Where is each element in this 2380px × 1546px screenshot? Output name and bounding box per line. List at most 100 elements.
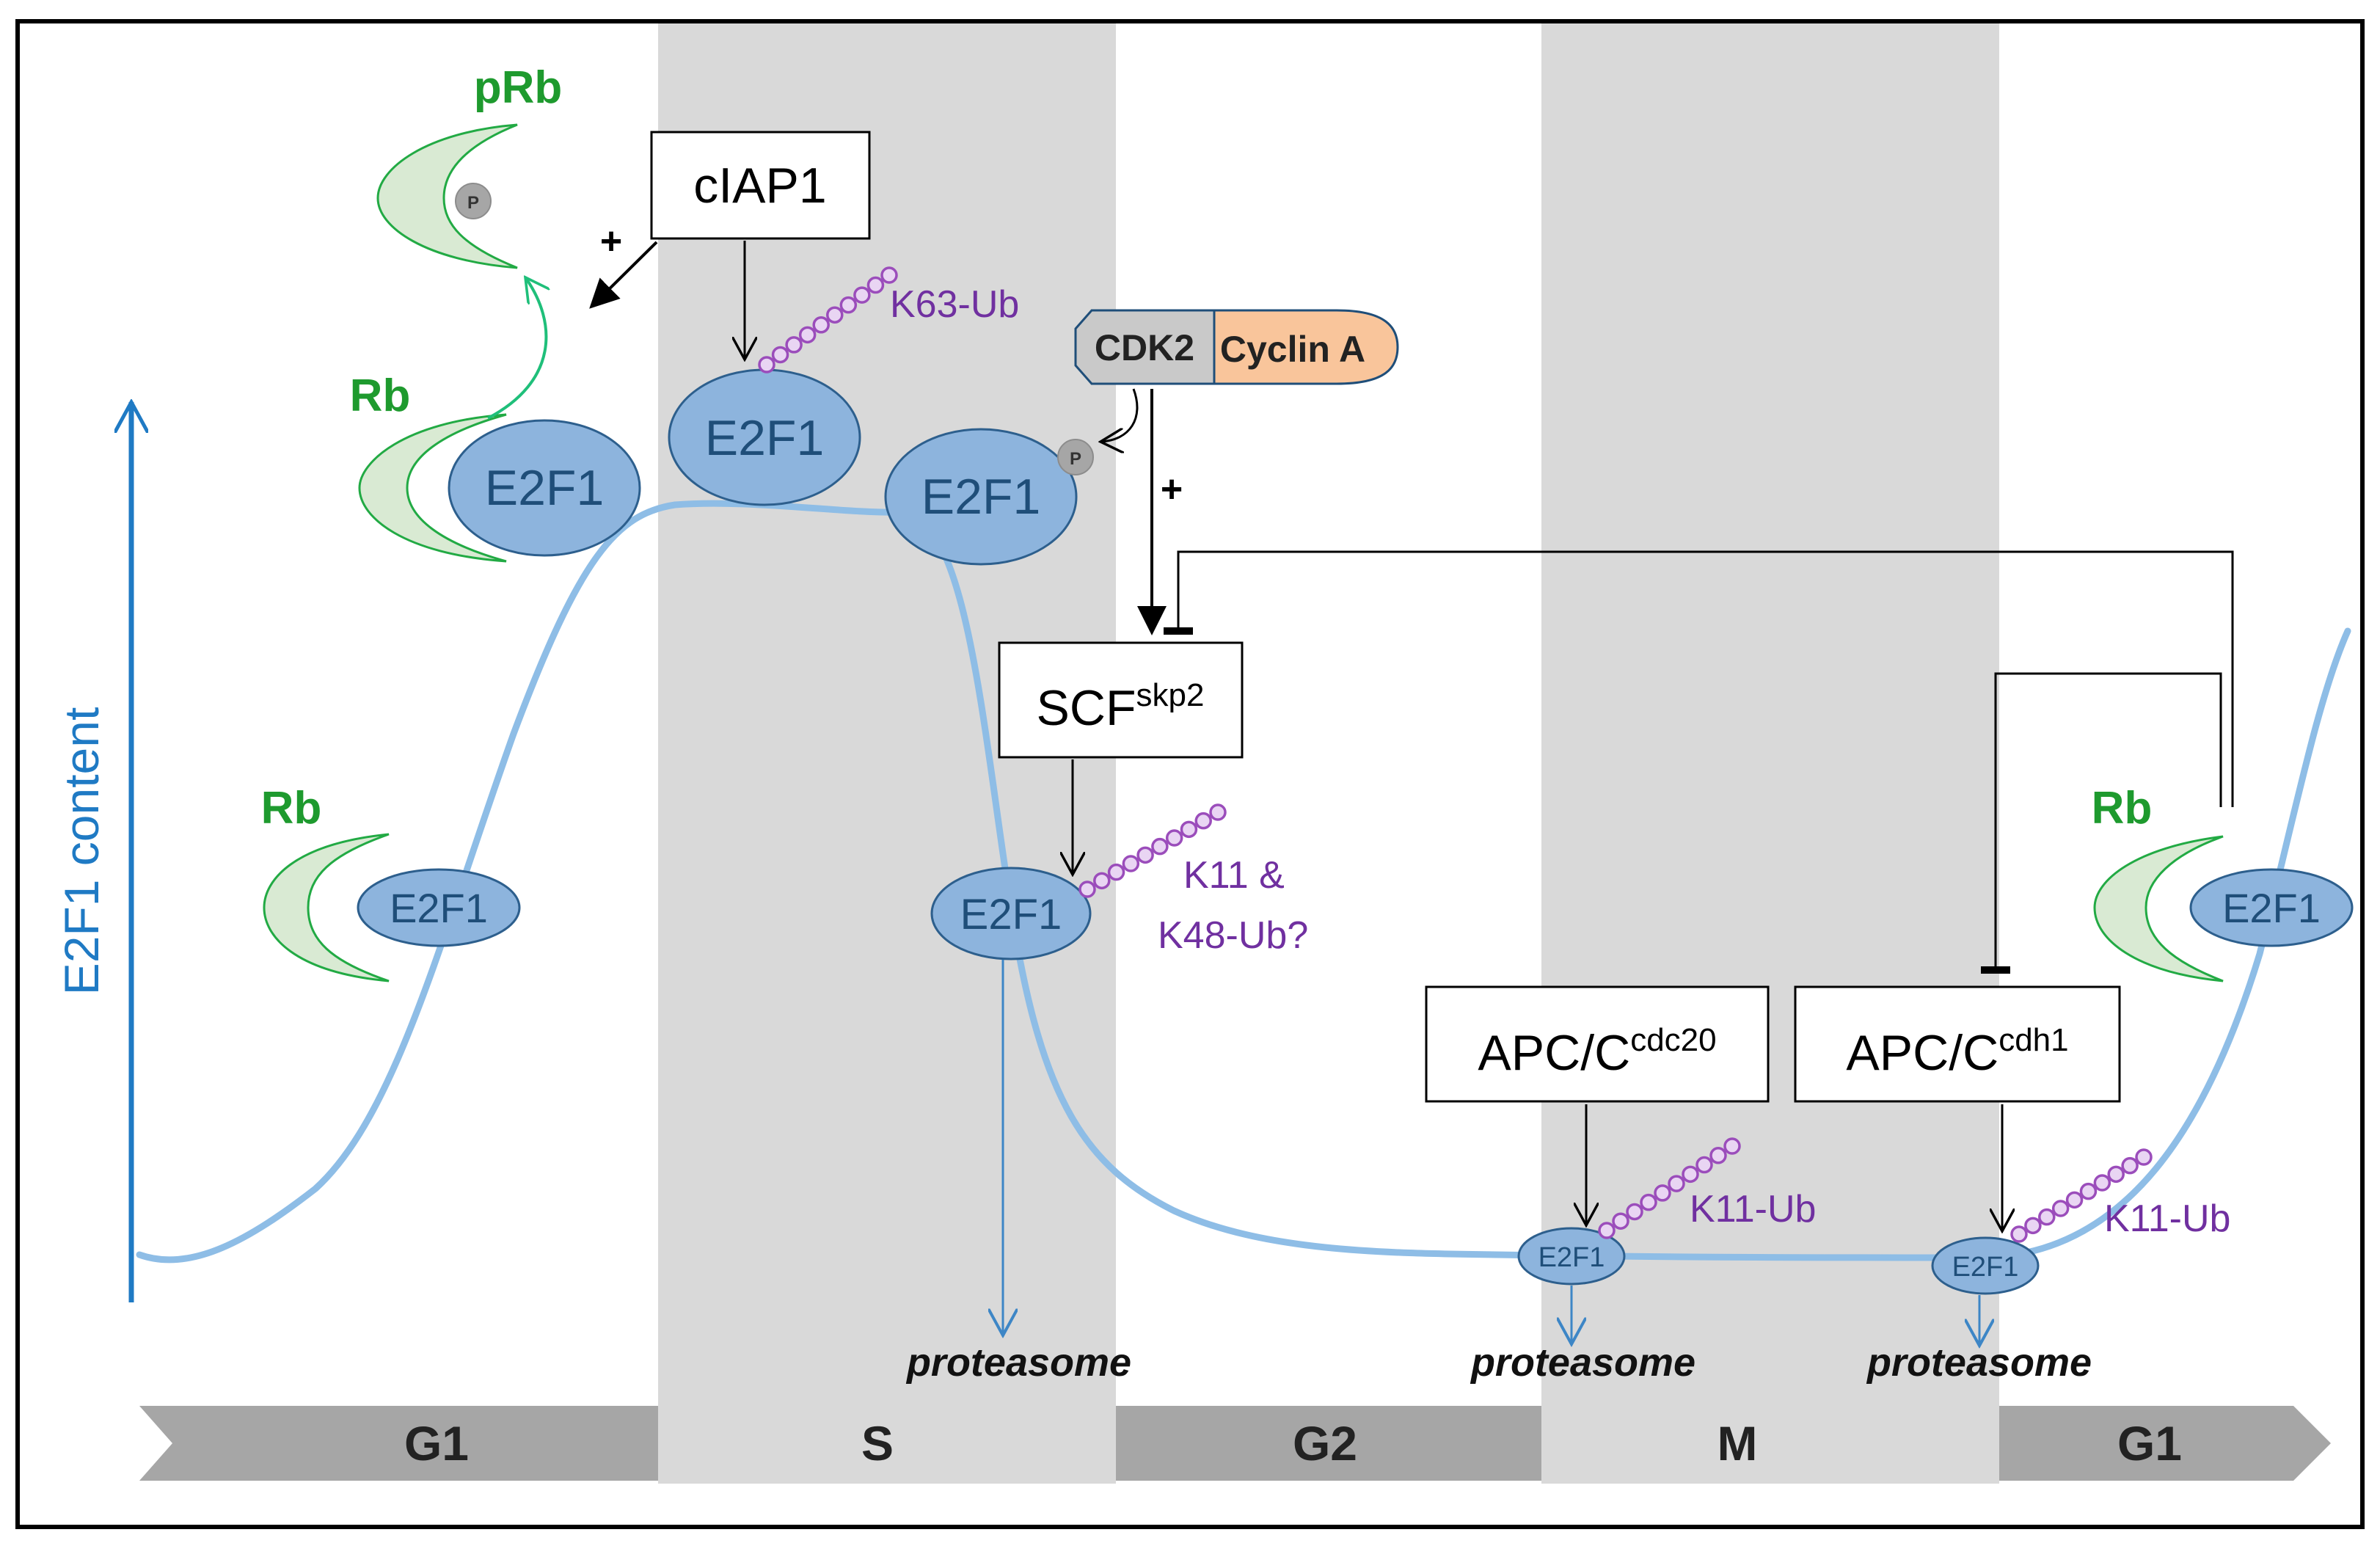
- apc-cdh1-superscript: cdh1: [1998, 1022, 2068, 1058]
- ubiquitin-bead: [880, 266, 898, 284]
- rb-crescent: [2093, 835, 2224, 982]
- ubiquitin-bead: [2079, 1182, 2098, 1200]
- ubiquitin-bead: [839, 296, 858, 314]
- prb-protein: pRb P: [376, 62, 563, 269]
- apc-cdc20-main: APC/C: [1478, 1025, 1630, 1081]
- prb-label: pRb: [474, 62, 563, 113]
- ubiquitin-bead: [1151, 837, 1169, 856]
- e2f1-label-s-phase: E2F1: [705, 410, 825, 466]
- ubiquitin-bead: [853, 286, 871, 304]
- ubiquitin-bead: [2038, 1208, 2056, 1226]
- ubiquitin-bead: [826, 306, 844, 324]
- cdk2-label: CDK2: [1095, 327, 1194, 368]
- cyclin-a-shape: [1213, 309, 1399, 385]
- ubiquitin-bead: [1078, 880, 1096, 898]
- scf-skp2-box: SCFskp2: [998, 641, 1244, 759]
- rb-crescent: [263, 833, 390, 982]
- e2f1-protein: [448, 419, 641, 557]
- apc-cdc20-superscript: cdc20: [1630, 1022, 1716, 1058]
- ubiquitin-bead: [1180, 820, 1198, 839]
- ubiquitin-bead: [1612, 1212, 1629, 1230]
- ubiquitin-bead: [1136, 846, 1154, 864]
- k11-ub-label-m: K11-Ub: [1690, 1188, 1816, 1230]
- e2f1-protein: [357, 868, 521, 947]
- rb-label: Rb: [350, 371, 411, 421]
- scf-main: SCF: [1037, 680, 1136, 736]
- rb-inhibits-apc-cdh1-line: [1994, 672, 2222, 969]
- ubiquitin-bead: [1695, 1156, 1713, 1174]
- ubiquitin-bead: [758, 356, 775, 373]
- cdk2-cyclin-a-complex: CDK2 Cyclin A: [1074, 309, 1399, 385]
- e2f1-protein-phosphorylated: [884, 428, 1078, 566]
- cdk2-plus-sign: +: [1161, 468, 1183, 511]
- s-phase-cover: [658, 1406, 1116, 1481]
- ubiquitin-bead: [812, 316, 830, 334]
- phase-label-g1-start: G1: [404, 1416, 469, 1470]
- apc-cdh1-box: APC/Ccdh1: [1794, 985, 2121, 1103]
- k11-ub-label-g1: K11-Ub: [2104, 1197, 2230, 1240]
- rb-e2f1-complex-g1-lower: Rb E2F1: [261, 783, 521, 982]
- apc-cdh1-rect: [1794, 985, 2121, 1103]
- ubiquitin-bead: [1654, 1184, 1671, 1202]
- m-phase-cover: [1541, 1406, 1999, 1481]
- ciap1-box: cIAP1: [650, 131, 871, 240]
- scf-skp2-label: SCFskp2: [1037, 677, 1205, 736]
- e2f1-label-g1-end: E2F1: [1952, 1252, 2019, 1283]
- rb-crescent: [358, 413, 507, 563]
- e2f1-content-curve: [136, 500, 2351, 1264]
- ubiquitin-bead: [1165, 829, 1183, 847]
- ciap1-plus-sign: +: [600, 220, 622, 263]
- e2f1-label: E2F1: [2222, 885, 2321, 931]
- e2f1-label: E2F1: [390, 885, 488, 931]
- ubiquitin-bead: [1122, 855, 1140, 872]
- e2f1-protein: [2189, 868, 2354, 947]
- outer-frame: [15, 19, 2365, 1529]
- apc-cdh1-main: APC/C: [1846, 1025, 1998, 1081]
- ubiquitin-bead: [1194, 812, 1212, 830]
- cdk2-shape: [1074, 309, 1216, 385]
- proteasome-label-s: proteasome: [905, 1341, 1131, 1385]
- ubiquitin-bead: [2010, 1225, 2028, 1243]
- ciap1-label: cIAP1: [693, 158, 826, 214]
- scf-superscript: skp2: [1136, 677, 1205, 713]
- ubiquitin-bead: [2093, 1174, 2111, 1192]
- e2f1-label-m-phase: E2F1: [1538, 1242, 1605, 1273]
- k11-k48-ub-label-line1: K11 &: [1183, 854, 1285, 897]
- e2f1-label-phosphorylated: E2F1: [921, 469, 1041, 525]
- ubiquitin-bead: [1723, 1137, 1741, 1155]
- phase-label-s: S: [861, 1416, 894, 1470]
- ubiquitin-bead: [1209, 803, 1227, 821]
- k11-k48-ub-label-line2: K48-Ub?: [1158, 914, 1308, 957]
- k11-ubiquitin-chain-g1: [2010, 1148, 2153, 1243]
- phosphate-icon: [1057, 439, 1094, 475]
- ubiquitin-bead: [2107, 1165, 2125, 1184]
- ubiquitin-bead: [2051, 1200, 2070, 1217]
- ubiquitin-bead: [798, 326, 817, 344]
- ubiquitin-bead: [1640, 1193, 1657, 1211]
- phase-label-m: M: [1718, 1416, 1758, 1470]
- ciap1-rect: [650, 131, 871, 240]
- rb-inhibits-scf-line: [1177, 550, 2234, 807]
- apc-cdc20-rect: [1425, 985, 1770, 1103]
- prb-crescent: [376, 123, 518, 269]
- apc-cdc20-box: APC/Ccdc20: [1425, 985, 1770, 1103]
- phosphate-label: P: [467, 193, 479, 213]
- cyclin-a-label: Cyclin A: [1220, 329, 1365, 370]
- e2f1-label: E2F1: [485, 460, 605, 516]
- phase-labels: G1 S G2 M G1: [404, 1416, 2182, 1470]
- rb-e2f1-complex-g1-upper: Rb E2F1: [350, 371, 641, 563]
- ciap1-to-prb-arrow: [589, 241, 658, 309]
- scf-skp2-rect: [998, 641, 1244, 759]
- ubiquitin-bead: [771, 346, 789, 364]
- e2f1-protein-m-phase: [1517, 1227, 1626, 1286]
- ubiquitin-bead: [1598, 1222, 1616, 1239]
- phosphate-label: P: [1070, 449, 1081, 469]
- ubiquitin-bead: [1093, 872, 1111, 890]
- phase-label-g1-end: G1: [2117, 1416, 2182, 1470]
- proteasome-label-m: proteasome: [1470, 1341, 1695, 1385]
- y-axis-label: E2F1 content: [54, 707, 109, 996]
- m-phase-band: [1541, 23, 1999, 1484]
- rb-label: Rb: [2092, 783, 2153, 834]
